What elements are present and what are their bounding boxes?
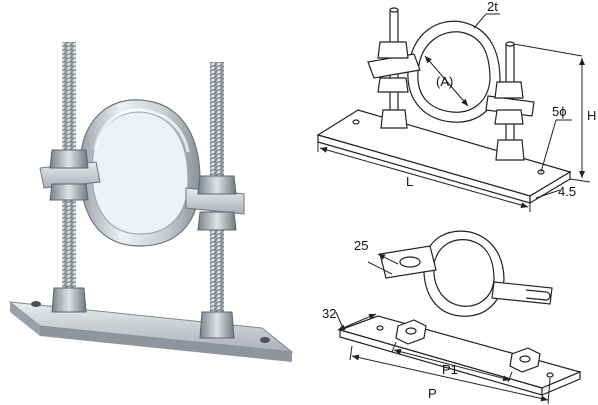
label-plate-width-32: 32 (322, 306, 336, 321)
bottom-left-nut (395, 319, 427, 345)
label-length-l: L (406, 174, 413, 189)
photo-right-base-nut (199, 311, 235, 339)
photo-right-upper-nut (197, 175, 237, 195)
photo-left-upper-nut (49, 149, 89, 169)
photo-base-plate-edge (40, 326, 292, 362)
label-pitch-p1: P1 (442, 362, 458, 377)
photo-left-base-nut (51, 287, 87, 313)
bottom-base-plate (338, 315, 582, 389)
bottom-dimension-lines (335, 253, 551, 405)
photo-plate-hole-left (31, 301, 41, 307)
bottom-right-flange (491, 281, 553, 305)
label-pitch-p: P (428, 386, 437, 401)
photo-left-lower-nut (49, 183, 89, 201)
photo-right-lower-nut (197, 211, 237, 231)
label-plate-thickness: 4.5 (558, 184, 576, 199)
label-hole-5phi: 5ϕ (552, 104, 567, 119)
drawing-assembled (316, 7, 572, 205)
bottom-pipe-band (423, 230, 505, 317)
top-dimension-lines (317, 13, 591, 212)
pipe-hanger-photo (8, 42, 294, 362)
label-thickness-2t: 2t (487, 0, 498, 14)
drawing-exploded (338, 230, 582, 396)
label-diameter-a: (A) (436, 74, 453, 89)
label-height-h: H (587, 108, 596, 123)
photo-plate-hole-right (260, 337, 270, 343)
top-plate-hole-right (537, 169, 545, 175)
top-plate-hole-left (352, 119, 360, 125)
label-band-width-25: 25 (354, 238, 368, 253)
